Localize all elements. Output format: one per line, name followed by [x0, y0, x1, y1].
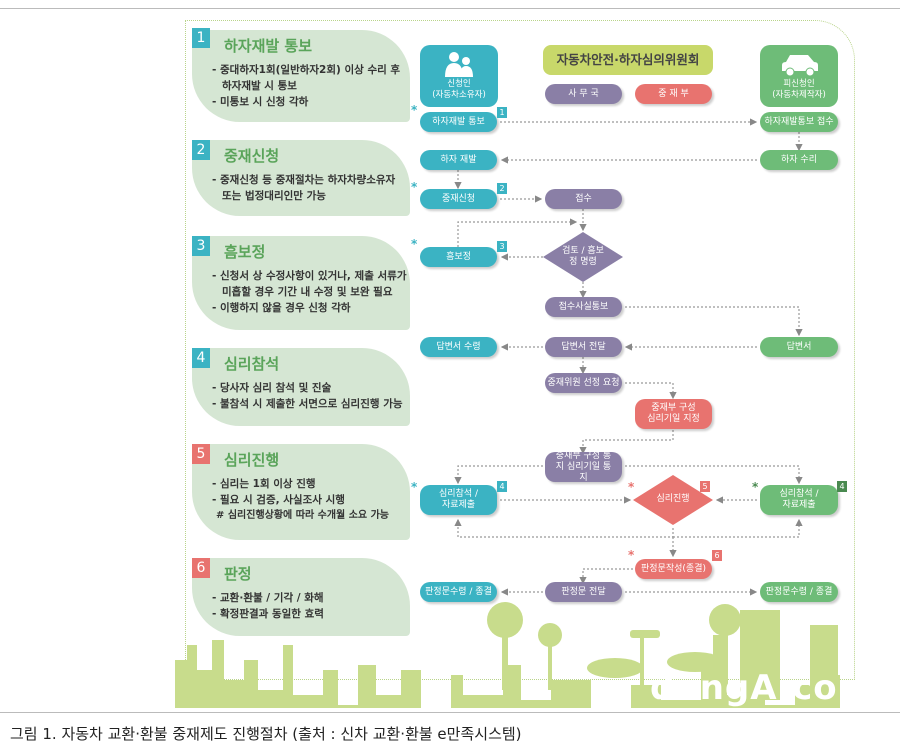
node-hearing-proceeding: 심리진행: [633, 475, 713, 525]
step-badge: 2: [192, 140, 210, 160]
step-desc: - 중대하자1회(일반하자2회) 이상 수리 후 하자재발 시 통보- 미통보 …: [212, 64, 401, 108]
step-mark: 1: [497, 107, 507, 118]
node-award-drafting: 판정문작성(종결): [635, 559, 712, 579]
step-mark: 6: [712, 550, 722, 561]
step-title: 판정: [224, 565, 252, 583]
step-mark: 2: [497, 183, 507, 194]
asterisk-icon: *: [411, 237, 418, 251]
step-panel-4: 심리참석 - 당사자 심리 참석 및 진술- 불참석 시 제출한 서면으로 심리진…: [192, 348, 410, 426]
node-receipt: 접수: [545, 189, 622, 209]
asterisk-icon: *: [628, 548, 635, 562]
step-badge: 6: [192, 558, 210, 578]
node-applicant-hearing-attendance: 심리참석 / 자료제출: [420, 485, 497, 515]
step-badge: 3: [192, 236, 210, 256]
people-icon: [445, 52, 473, 77]
applicant-header: 신청인(자동차소유자): [420, 45, 498, 107]
node-review-correction-order: 검토 / 흠보정 명령: [543, 232, 623, 282]
figure-caption: 그림 1. 자동차 교환·환불 중재제도 진행절차 (출처 : 신차 교환·환불…: [10, 725, 522, 743]
node-applicant-award-received: 판정문수령 / 종결: [420, 582, 497, 602]
step-badge: 1: [192, 28, 210, 48]
step-mark: 4: [497, 481, 507, 492]
step-badge: 5: [192, 444, 210, 464]
step-desc: - 신청서 상 수정사항이 있거나, 제출 서류가 미흡할 경우 기간 내 수정…: [212, 270, 407, 314]
city-skyline-illustration: [175, 602, 850, 708]
arbitration-panel-label: 중 재 부: [635, 84, 712, 104]
node-answer: 답변서: [760, 337, 838, 357]
step-desc: - 중재신청 등 중재절차는 하자차량소유자 또는 법정대리인만 가능: [212, 174, 396, 202]
committee-title: 자동차안전·하자심의위원회: [543, 45, 713, 75]
node-panel-formation-hearing-date: 중재부 구성 심리기일 지정: [635, 399, 712, 429]
step-mark: 4: [837, 481, 847, 492]
node-answer-delivery: 답변서 전달: [545, 337, 622, 357]
step-title: 하자재발 통보: [224, 37, 313, 55]
asterisk-icon: *: [628, 480, 635, 494]
node-arbitration-application: 중재신청: [420, 189, 497, 209]
step-desc: - 심리는 1회 이상 진행- 필요 시 검증, 사실조사 시행 # 심리진행상…: [212, 478, 389, 521]
node-respondent-hearing-attendance: 심리참석 / 자료제출: [760, 485, 838, 515]
node-answer-received: 답변서 수령: [420, 337, 497, 357]
step-title: 중재신청: [224, 147, 280, 165]
node-award-delivery: 판정문 전달: [545, 582, 622, 602]
step-title: 심리진행: [224, 451, 280, 469]
step-mark: 3: [497, 241, 507, 252]
step-desc: - 당사자 심리 참석 및 진술- 불참석 시 제출한 서면으로 심리진행 가능: [212, 382, 403, 410]
node-defect-recurrence-notice: 하자재발 통보: [420, 112, 497, 132]
asterisk-icon: *: [752, 480, 759, 494]
car-icon: [782, 55, 818, 77]
step-badge: 4: [192, 348, 210, 368]
step-panel-1: 하자재발 통보 - 중대하자1회(일반하자2회) 이상 수리 후 하자재발 시 통…: [192, 30, 410, 122]
step-mark: 5: [700, 481, 710, 492]
watermark: dongA.com: [650, 668, 875, 708]
step-title: 흠보정: [224, 243, 266, 261]
step-panel-3: 흠보정 - 신청서 상 수정사항이 있거나, 제출 서류가 미흡할 경우 기간 내…: [192, 236, 410, 330]
step-panel-5: 심리진행 - 심리는 1회 이상 진행- 필요 시 검증, 사실조사 시행 # 심…: [192, 444, 410, 540]
node-arbitrator-selection-request: 중재위원 선정 요청: [545, 373, 622, 393]
node-correction: 흠보정: [420, 247, 497, 267]
node-notice-received: 하자재발통보 접수: [760, 112, 838, 132]
step-title: 심리참석: [224, 355, 280, 373]
top-rule: [0, 8, 900, 9]
node-receipt-notice: 접수사실통보: [545, 297, 622, 317]
respondent-header: 피신청인(자동차제작자): [760, 45, 838, 107]
step-panel-6: 판정 - 교환·환불 / 기각 / 화해- 확정판결과 동일한 효력: [192, 558, 410, 636]
node-defect-repair: 하자 수리: [760, 150, 838, 170]
node-defect-recurred: 하자 재발: [420, 150, 497, 170]
secretariat-label: 사 무 국: [545, 84, 622, 104]
asterisk-icon: *: [411, 480, 418, 494]
caption-rule: [0, 712, 900, 713]
step-desc: - 교환·환불 / 기각 / 화해- 확정판결과 동일한 효력: [212, 592, 324, 620]
asterisk-icon: *: [411, 180, 418, 194]
asterisk-icon: *: [411, 103, 418, 117]
node-panel-formation-notice: 중재부 구성 통지 심리기일 통지: [545, 451, 622, 483]
node-respondent-award-received: 판정문수령 / 종결: [760, 582, 838, 602]
step-panel-2: 중재신청 - 중재신청 등 중재절차는 하자차량소유자 또는 법정대리인만 가능: [192, 140, 410, 216]
